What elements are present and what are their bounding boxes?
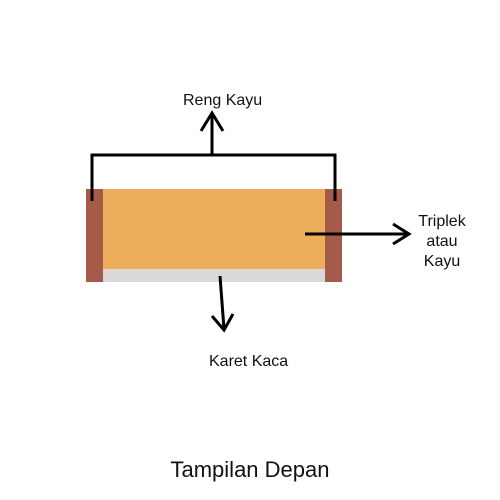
triplek-label: Triplek atau Kayu bbox=[410, 212, 474, 272]
triplek-label-line-1: Triplek bbox=[418, 213, 466, 230]
karet-kaca-arrow-shaft bbox=[218, 275, 226, 330]
diagram-caption: Tampilan Depan bbox=[170, 457, 330, 482]
triplek-label-line-2: atau bbox=[426, 233, 458, 250]
reng-kayu-left-post bbox=[86, 189, 103, 282]
karet-kaca-arrow-head bbox=[210, 313, 235, 333]
triplek-arrow-head bbox=[392, 222, 412, 246]
karet-kaca-label: Karet Kaca bbox=[209, 353, 289, 370]
karet-kaca-strip bbox=[86, 269, 342, 282]
triplek-label-line-3: Kayu bbox=[423, 253, 461, 270]
reng-kayu-arrow-head bbox=[199, 110, 225, 132]
triplek-panel bbox=[86, 189, 342, 269]
reng-kayu-label: Reng Kayu bbox=[183, 92, 263, 109]
